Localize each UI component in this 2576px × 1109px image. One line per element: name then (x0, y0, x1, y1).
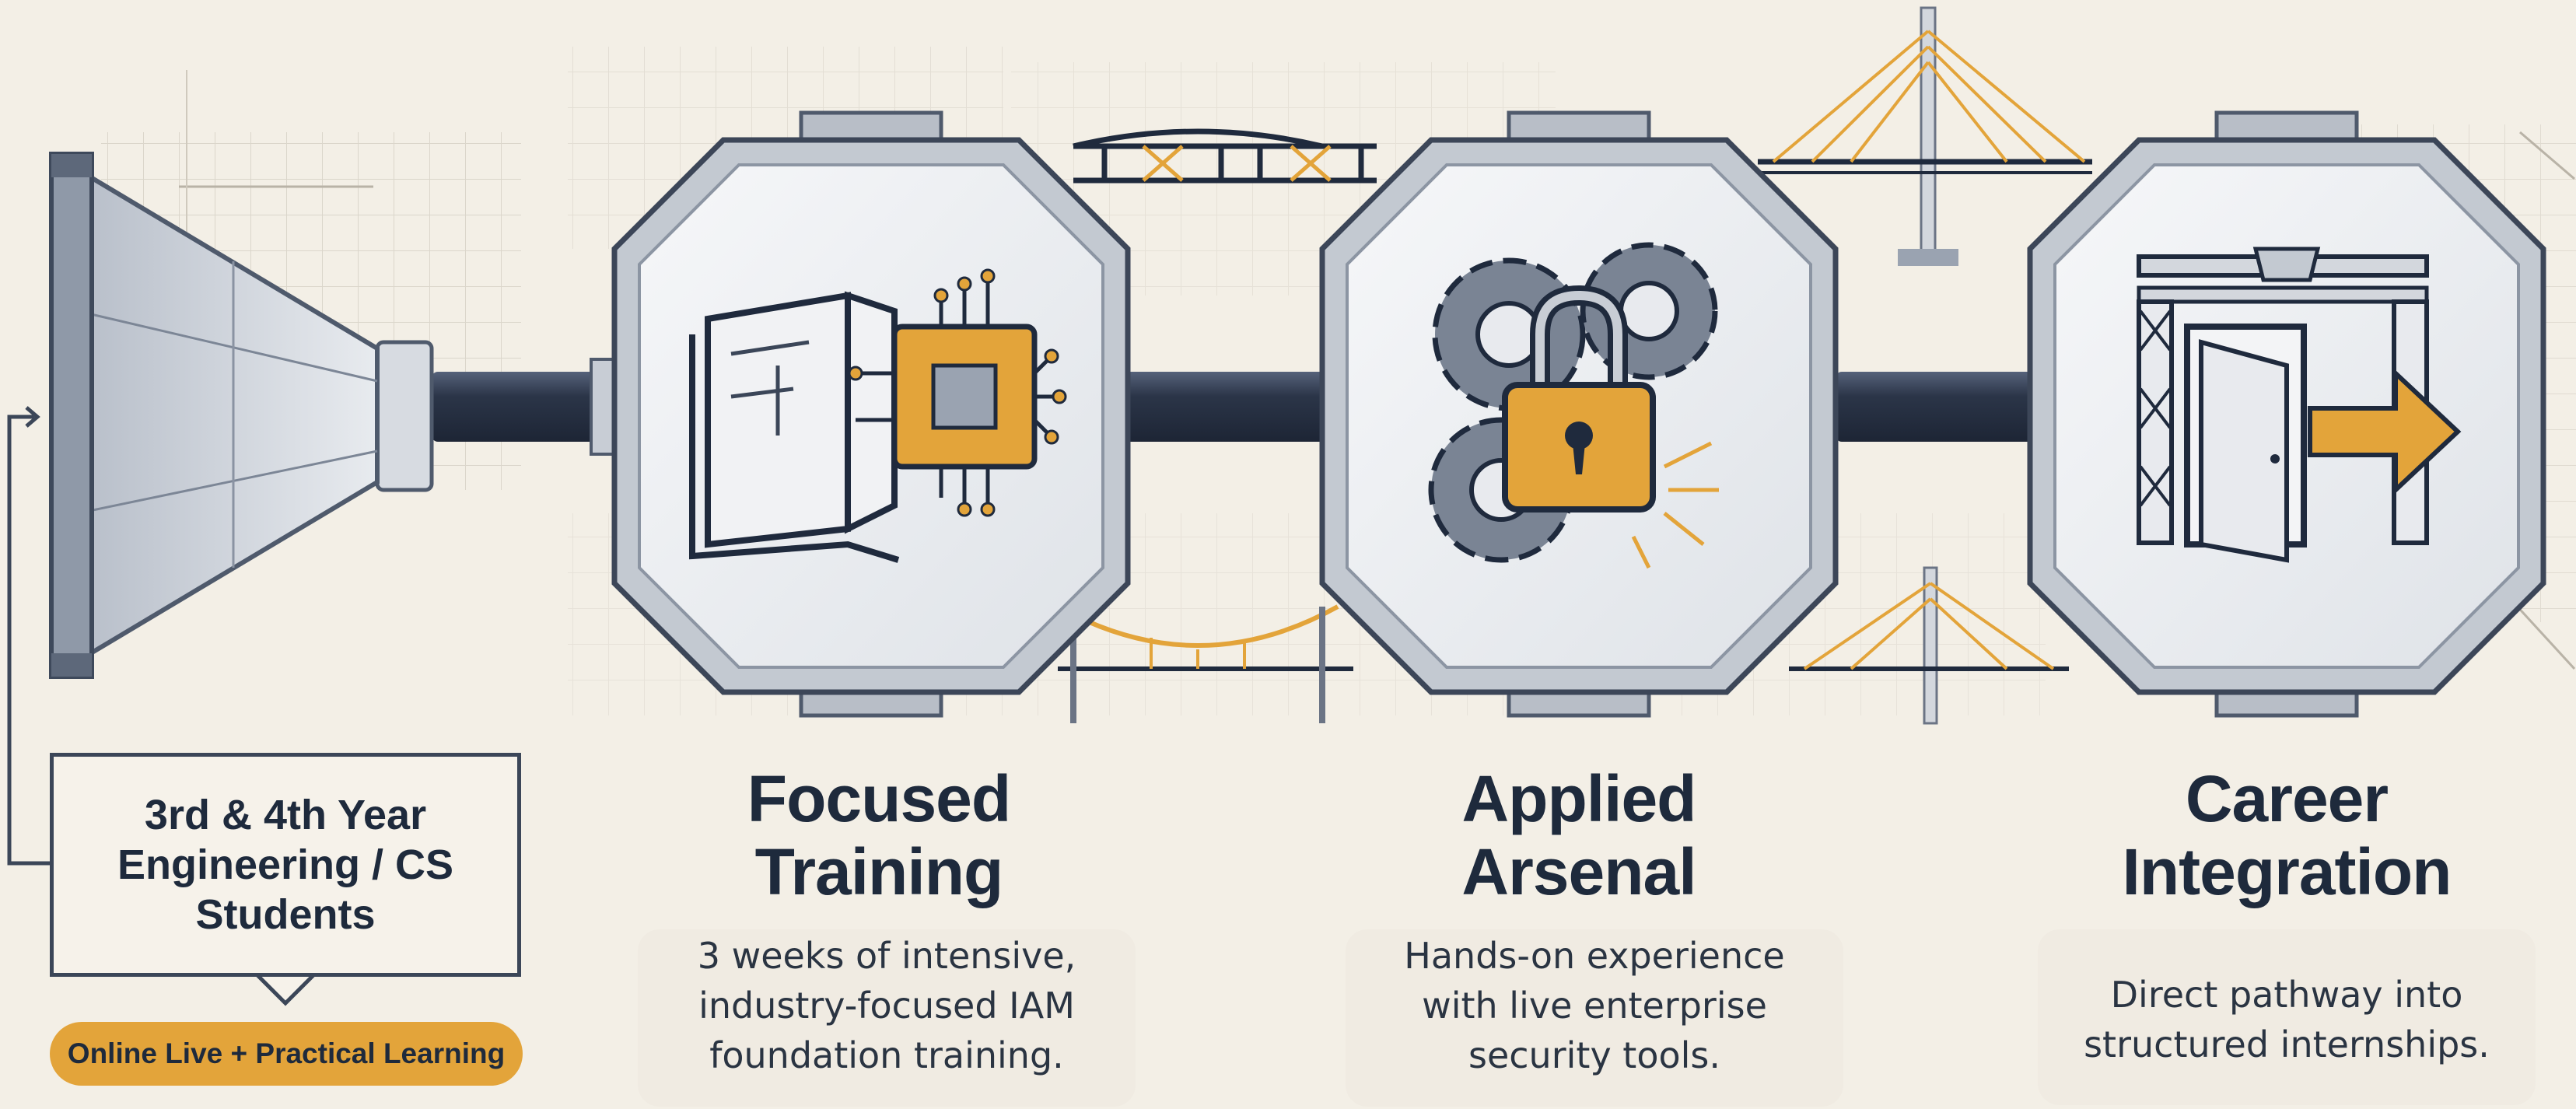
stage-title-career-integration: Career Integration (2061, 762, 2512, 908)
stage-description-focused-training: 3 weeks of intensive, industry-focused I… (638, 929, 1136, 1107)
stage-title-line: Career (2185, 762, 2389, 835)
stage-title-line: Applied (1461, 762, 1697, 835)
stage-title-line: Integration (2122, 835, 2452, 908)
cable-stayed-bridge-illustration (1758, 6, 2092, 266)
delivery-mode-badge: Online Live + Practical Learning (50, 1022, 523, 1086)
callout-pointer (255, 973, 316, 1006)
stage-title-line: Focused (747, 762, 1011, 835)
stage-description-career-integration: Direct pathway into structured internshi… (2038, 929, 2536, 1105)
audience-line-3: Students (195, 891, 376, 938)
lower-cable-bridge-illustration (1789, 566, 2069, 725)
description-line: structured internships. (2084, 1023, 2490, 1065)
gears-padlock-icon (1428, 242, 1719, 569)
stage-title-line: Arsenal (1461, 835, 1696, 908)
truss-bridge-illustration (1073, 128, 1377, 184)
stage-title-applied-arsenal: Applied Arsenal (1384, 762, 1773, 908)
stage-module-focused-training (611, 110, 1131, 718)
audience-line-1: 3rd & 4th Year (144, 792, 427, 838)
description-line: Direct pathway into (2110, 974, 2463, 1016)
stage-module-applied-arsenal (1319, 110, 1839, 718)
intake-funnel-icon (49, 152, 380, 679)
description-line: security tools. (1468, 1034, 1720, 1076)
stage-title-focused-training: Focused Training (684, 762, 1073, 908)
description-line: industry-focused IAM (698, 985, 1075, 1027)
door-arrow-icon (2137, 247, 2462, 563)
description-line: with live enterprise (1422, 985, 1767, 1027)
description-line: foundation training. (709, 1034, 1064, 1076)
stage-title-line: Training (754, 835, 1004, 908)
book-chip-icon (689, 268, 1067, 563)
stage-description-applied-arsenal: Hands-on experience with live enterprise… (1346, 929, 1843, 1107)
description-line: Hands-on experience (1404, 935, 1785, 977)
stage-module-career-integration (2027, 110, 2546, 718)
connector-arrow (7, 415, 51, 866)
audience-callout: 3rd & 4th Year Engineering / CS Students (50, 753, 521, 977)
description-line: 3 weeks of intensive, (697, 935, 1076, 977)
audience-line-2: Engineering / CS (117, 841, 454, 888)
